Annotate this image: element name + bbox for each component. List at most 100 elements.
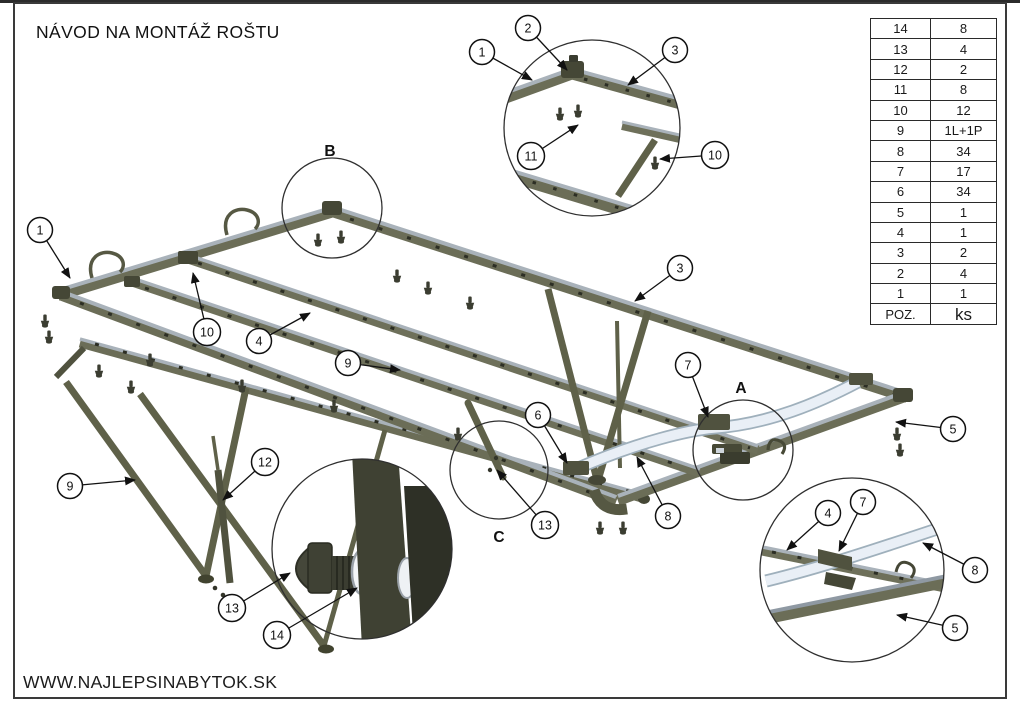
callout-number: 1: [479, 46, 486, 60]
callout-7: 7: [674, 351, 709, 418]
callout-leader-arrow: [276, 587, 358, 636]
callout-balloon: [814, 499, 842, 527]
detail-label-a: A: [735, 380, 746, 397]
callout-number: 8: [972, 564, 979, 578]
detail-circle-slat: [759, 477, 945, 663]
detail-view-top: [504, 55, 680, 216]
callout-7: 7: [838, 488, 877, 552]
detail-circle-bolt: [271, 458, 453, 640]
callout-number: 3: [672, 44, 679, 58]
screw-icon: [237, 379, 247, 393]
callout-balloon: [250, 447, 280, 477]
screw-icon: [313, 233, 323, 247]
callout-10: 10: [659, 140, 730, 170]
detail-label-c: C: [493, 529, 504, 546]
callout-number: 13: [225, 602, 239, 616]
part-quantity: 12: [930, 99, 997, 121]
callout-10: 10: [190, 272, 222, 347]
callout-14: 14: [262, 587, 358, 650]
page-border-frame: [13, 2, 1007, 699]
screw-icon: [895, 443, 905, 457]
detail-circle-a: [692, 399, 794, 501]
callout-number: 7: [685, 359, 692, 373]
callout-number: 11: [525, 150, 538, 164]
callout-number: 7: [860, 496, 867, 510]
callout-4: 4: [245, 312, 311, 355]
interior-beams: [124, 251, 760, 478]
screw-icon: [423, 281, 433, 295]
callout-number: 10: [200, 326, 214, 340]
callout-13: 13: [496, 469, 560, 540]
callout-11: 11: [516, 124, 579, 171]
callout-balloon: [192, 317, 222, 347]
parts-table-footer-row: POZ. ks: [870, 303, 997, 325]
screw-icon: [40, 314, 50, 328]
screw-icon: [94, 364, 104, 378]
bed-frame-drawing: [52, 201, 913, 654]
part-quantity: 2: [930, 242, 997, 264]
screw-icon: [145, 353, 155, 367]
screw-icon: [618, 521, 628, 535]
callout-3: 3: [627, 36, 689, 86]
callout-5: 5: [895, 415, 967, 443]
callout-6: 6: [524, 401, 568, 464]
wire-handles: [88, 207, 261, 279]
callout-balloon: [530, 510, 560, 540]
callout-number: 4: [825, 507, 832, 521]
callout-3: 3: [634, 254, 694, 302]
callout-balloon: [941, 614, 969, 642]
screw-icon: [392, 269, 402, 283]
callout-number: 9: [345, 357, 352, 371]
callout-balloon: [56, 472, 84, 500]
callout-number: 4: [256, 335, 263, 349]
callout-9: 9: [334, 349, 401, 377]
callout-balloon: [245, 327, 273, 355]
screw-icon: [465, 296, 475, 310]
callout-12: 12: [222, 447, 280, 501]
detail-circles: [271, 39, 945, 663]
callout-number: 9: [67, 480, 74, 494]
screw-icon: [892, 427, 902, 441]
callout-balloon: [661, 36, 689, 64]
callout-1: 1: [26, 216, 71, 279]
callout-balloon: [939, 415, 967, 443]
callout-number: 12: [258, 456, 272, 470]
callout-9: 9: [56, 472, 136, 500]
website-url: WWW.NAJLEPSINABYTOK.SK: [23, 672, 278, 692]
callout-balloon: [654, 502, 682, 530]
page-top-border: [0, 0, 1020, 3]
callout-number: 5: [952, 622, 959, 636]
page-title: NÁVOD NA MONTÁŽ ROŠTU: [36, 22, 280, 42]
outer-frame: [52, 201, 913, 516]
detail-view-bolt: [295, 459, 452, 639]
detail-label-b: B: [324, 143, 335, 160]
callout-1: 1: [468, 38, 533, 81]
callout-number: 2: [525, 22, 532, 36]
qty-header-cell: ks: [930, 303, 997, 325]
screws-layer: [40, 104, 905, 535]
callout-number: 3: [677, 262, 684, 276]
callout-4: 4: [786, 499, 842, 551]
callout-number: 5: [950, 423, 957, 437]
middle-folding-legs: [464, 288, 652, 485]
screw-icon: [555, 107, 565, 121]
callout-number: 8: [665, 510, 672, 524]
screw-icon: [573, 104, 583, 118]
part-quantity: 4: [930, 38, 997, 60]
screw-icon: [650, 156, 660, 170]
screw-icon: [44, 330, 54, 344]
callout-balloon: [524, 401, 552, 429]
callout-balloon: [516, 141, 546, 171]
callout-balloon: [666, 254, 694, 282]
callout-balloon: [961, 556, 989, 584]
